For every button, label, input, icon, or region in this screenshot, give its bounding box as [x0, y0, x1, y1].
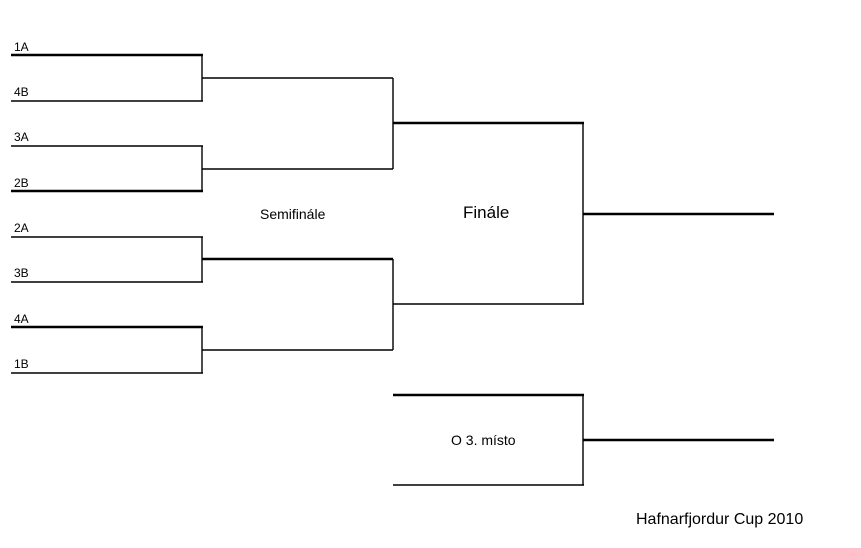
team-label: 3A	[14, 130, 29, 144]
semifinal-label: Semifinále	[260, 206, 326, 222]
team-label: 3B	[14, 266, 29, 280]
team-label: 2A	[14, 221, 29, 235]
team-label: 1A	[14, 40, 29, 54]
third-place-label: O 3. místo	[451, 432, 516, 448]
final-label: Finále	[463, 203, 510, 222]
team-label: 1B	[14, 357, 29, 371]
team-label: 4B	[14, 85, 29, 99]
tournament-title: Hafnarfjordur Cup 2010	[636, 511, 804, 528]
team-label: 2B	[14, 176, 29, 190]
team-label: 4A	[14, 312, 29, 326]
